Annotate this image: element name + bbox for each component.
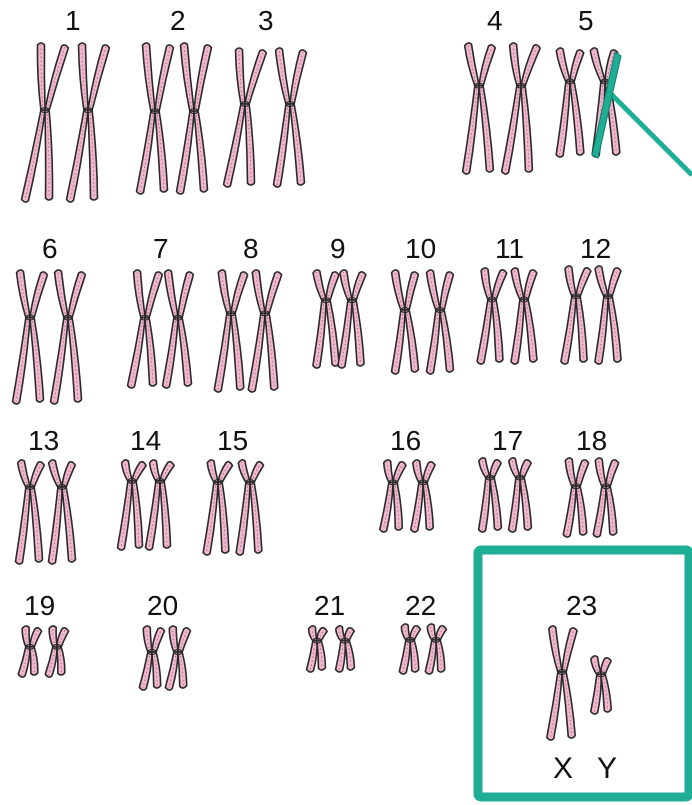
chromosome-6-a [13, 270, 48, 404]
chromosome-11-a [477, 268, 507, 364]
label-chromosome-4: 4 [487, 5, 503, 36]
chromosome-11-b [511, 268, 537, 364]
chromosome-12-a [561, 266, 591, 364]
label-chromosome-12: 12 [580, 233, 611, 264]
label-chromosome-16: 16 [390, 425, 421, 456]
label-chromosome-23: 23 [566, 590, 597, 621]
chromosome-8-b [248, 270, 281, 392]
chromosome-1-a [22, 43, 69, 202]
chromosome-19-b [45, 626, 68, 677]
chromosome-9-b [338, 270, 366, 368]
chromosome-4-b [502, 43, 541, 174]
chromosome-2-b [177, 43, 212, 194]
chromosome-7-a [128, 270, 163, 388]
chromosome-13-b [49, 460, 76, 564]
chromosome-3-b [274, 48, 307, 187]
chromosome-15-a [203, 460, 232, 555]
chromosome-14-b [146, 460, 175, 550]
label-y-chromosome: Y [597, 752, 617, 785]
label-chromosome-11: 11 [495, 233, 524, 264]
chromosome-1-b [67, 43, 110, 202]
chromosome-14-a [118, 460, 147, 550]
chromosome-4-a [463, 43, 496, 174]
chromosome-19-a [18, 626, 41, 677]
label-chromosome-15: 15 [217, 425, 248, 456]
chromosome-2-a [137, 43, 174, 194]
label-chromosome-20: 20 [147, 590, 178, 621]
label-chromosome-1: 1 [65, 5, 81, 36]
label-chromosome-14: 14 [130, 425, 161, 456]
chromosome-16-a [380, 460, 406, 532]
chromosome-21-a [307, 626, 328, 672]
chromosome-6-b [51, 270, 86, 404]
chromosome-20-a [139, 626, 164, 690]
label-chromosome-21: 21 [314, 590, 345, 621]
label-chromosome-19: 19 [24, 590, 55, 621]
label-chromosome-6: 6 [42, 233, 58, 264]
chromosome-10-a [392, 270, 419, 374]
label-chromosome-17: 17 [492, 425, 523, 456]
chromosome-x [547, 626, 577, 740]
label-chromosome-3: 3 [258, 5, 274, 36]
chromosome-13-a [16, 460, 45, 564]
chromosome-22-b [425, 624, 446, 674]
sex-chromosome-highlight-box [478, 550, 689, 797]
label-x-chromosome: X [553, 752, 573, 785]
label-chromosome-13: 13 [28, 425, 59, 456]
chromosome-7-b [163, 270, 194, 388]
chromosome-10-b [427, 270, 454, 374]
chromosome-3-a [224, 48, 267, 187]
label-chromosome-2: 2 [170, 5, 186, 36]
chromosome-18-a [563, 458, 588, 537]
chromosome-18-b [593, 458, 618, 537]
label-chromosome-18: 18 [576, 425, 607, 456]
chromosome-21-b [336, 626, 355, 672]
chromosome-pairs [13, 43, 622, 740]
label-chromosome-9: 9 [330, 233, 346, 264]
chromosome-y [591, 656, 612, 714]
label-chromosome-8: 8 [243, 233, 259, 264]
chromosome-16-b [411, 460, 435, 532]
chromosome-17-b [509, 458, 532, 532]
chromosome-9-a [313, 270, 339, 368]
chromosome-5-a [556, 48, 584, 157]
label-chromosome-7: 7 [153, 233, 169, 264]
chromosome-20-b [165, 626, 190, 690]
chromosome-8-a [214, 270, 247, 392]
chromosome-22-a [399, 624, 420, 674]
label-chromosome-10: 10 [405, 233, 436, 264]
label-chromosome-22: 22 [405, 590, 436, 621]
chromosome-12-b [595, 266, 621, 364]
chromosome-17-a [479, 458, 502, 532]
chromosome-15-b [236, 460, 263, 555]
label-chromosome-5: 5 [578, 5, 594, 36]
